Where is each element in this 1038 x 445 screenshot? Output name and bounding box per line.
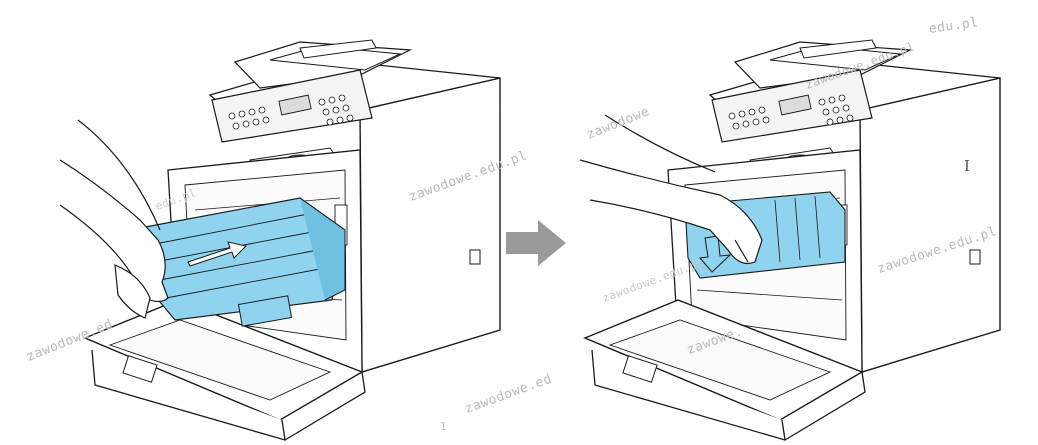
text-cursor-icon: I [964, 157, 970, 175]
right-printer-illustration [579, 39, 1001, 441]
hands-right [579, 114, 763, 265]
right-arrow-icon [506, 220, 566, 266]
left-printer-illustration [59, 39, 501, 441]
drum-unit-left [139, 197, 346, 327]
watermark-text: 1 [440, 420, 448, 433]
hands-left [59, 119, 169, 319]
